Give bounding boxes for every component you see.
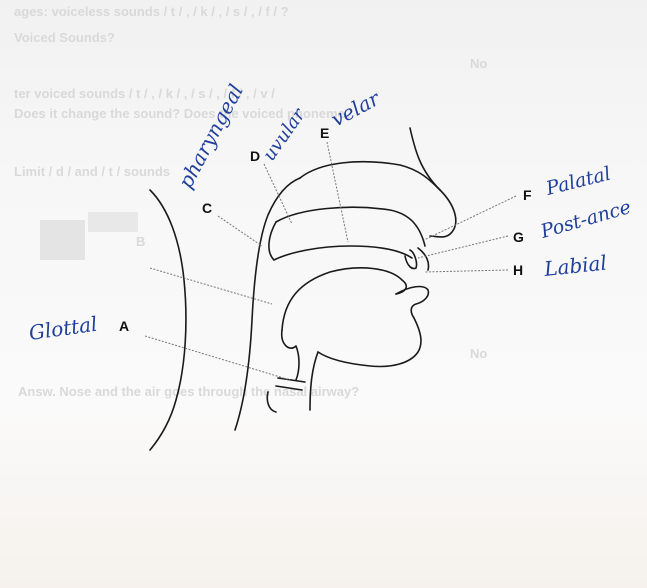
lower-lip [318, 287, 428, 367]
nasal-roof [300, 162, 440, 190]
ghost-line-1: ages: voiceless sounds / t / , / k / , /… [14, 4, 289, 19]
soft-palate [269, 222, 412, 260]
leader-a [145, 336, 290, 380]
hand-post-alveolar: Post-ance [537, 196, 633, 243]
label-a: A [119, 318, 129, 334]
ghost-label-b: B [136, 234, 145, 249]
upper-teeth [405, 250, 417, 269]
leader-f [424, 196, 516, 240]
letter-labels: A C D E F G H [119, 125, 532, 334]
label-g: G [513, 229, 524, 245]
leader-g [418, 236, 508, 258]
hard-palate [276, 207, 425, 246]
ghost-line-2: Voiced Sounds? [14, 30, 115, 45]
label-f: F [523, 187, 532, 203]
label-d: D [250, 148, 260, 164]
leader-c [218, 216, 262, 246]
ghost-line-3: No [470, 56, 487, 71]
trachea [310, 352, 318, 410]
upper-lip [418, 248, 429, 270]
nose [410, 128, 456, 237]
epiglottis [282, 330, 299, 380]
leader-h [424, 270, 508, 272]
hand-palatal: Palatal [543, 163, 613, 200]
ghost-line-7: No [470, 346, 487, 361]
ghost-image [40, 220, 85, 260]
label-e: E [320, 125, 329, 141]
hand-glottal: Glottal [27, 312, 98, 345]
leader-e [327, 142, 348, 242]
ghost-image [88, 212, 138, 232]
ghost-line-6: Limit / d / and / t / sounds [14, 164, 170, 179]
back-of-neck [150, 190, 186, 450]
hand-velar: velar [327, 86, 385, 132]
hand-labial: Labial [542, 251, 608, 282]
tongue [282, 268, 406, 330]
ghost-line-8: Answ. Nose and the air goes through the … [18, 384, 359, 399]
label-h: H [513, 262, 523, 278]
label-c: C [202, 200, 212, 216]
